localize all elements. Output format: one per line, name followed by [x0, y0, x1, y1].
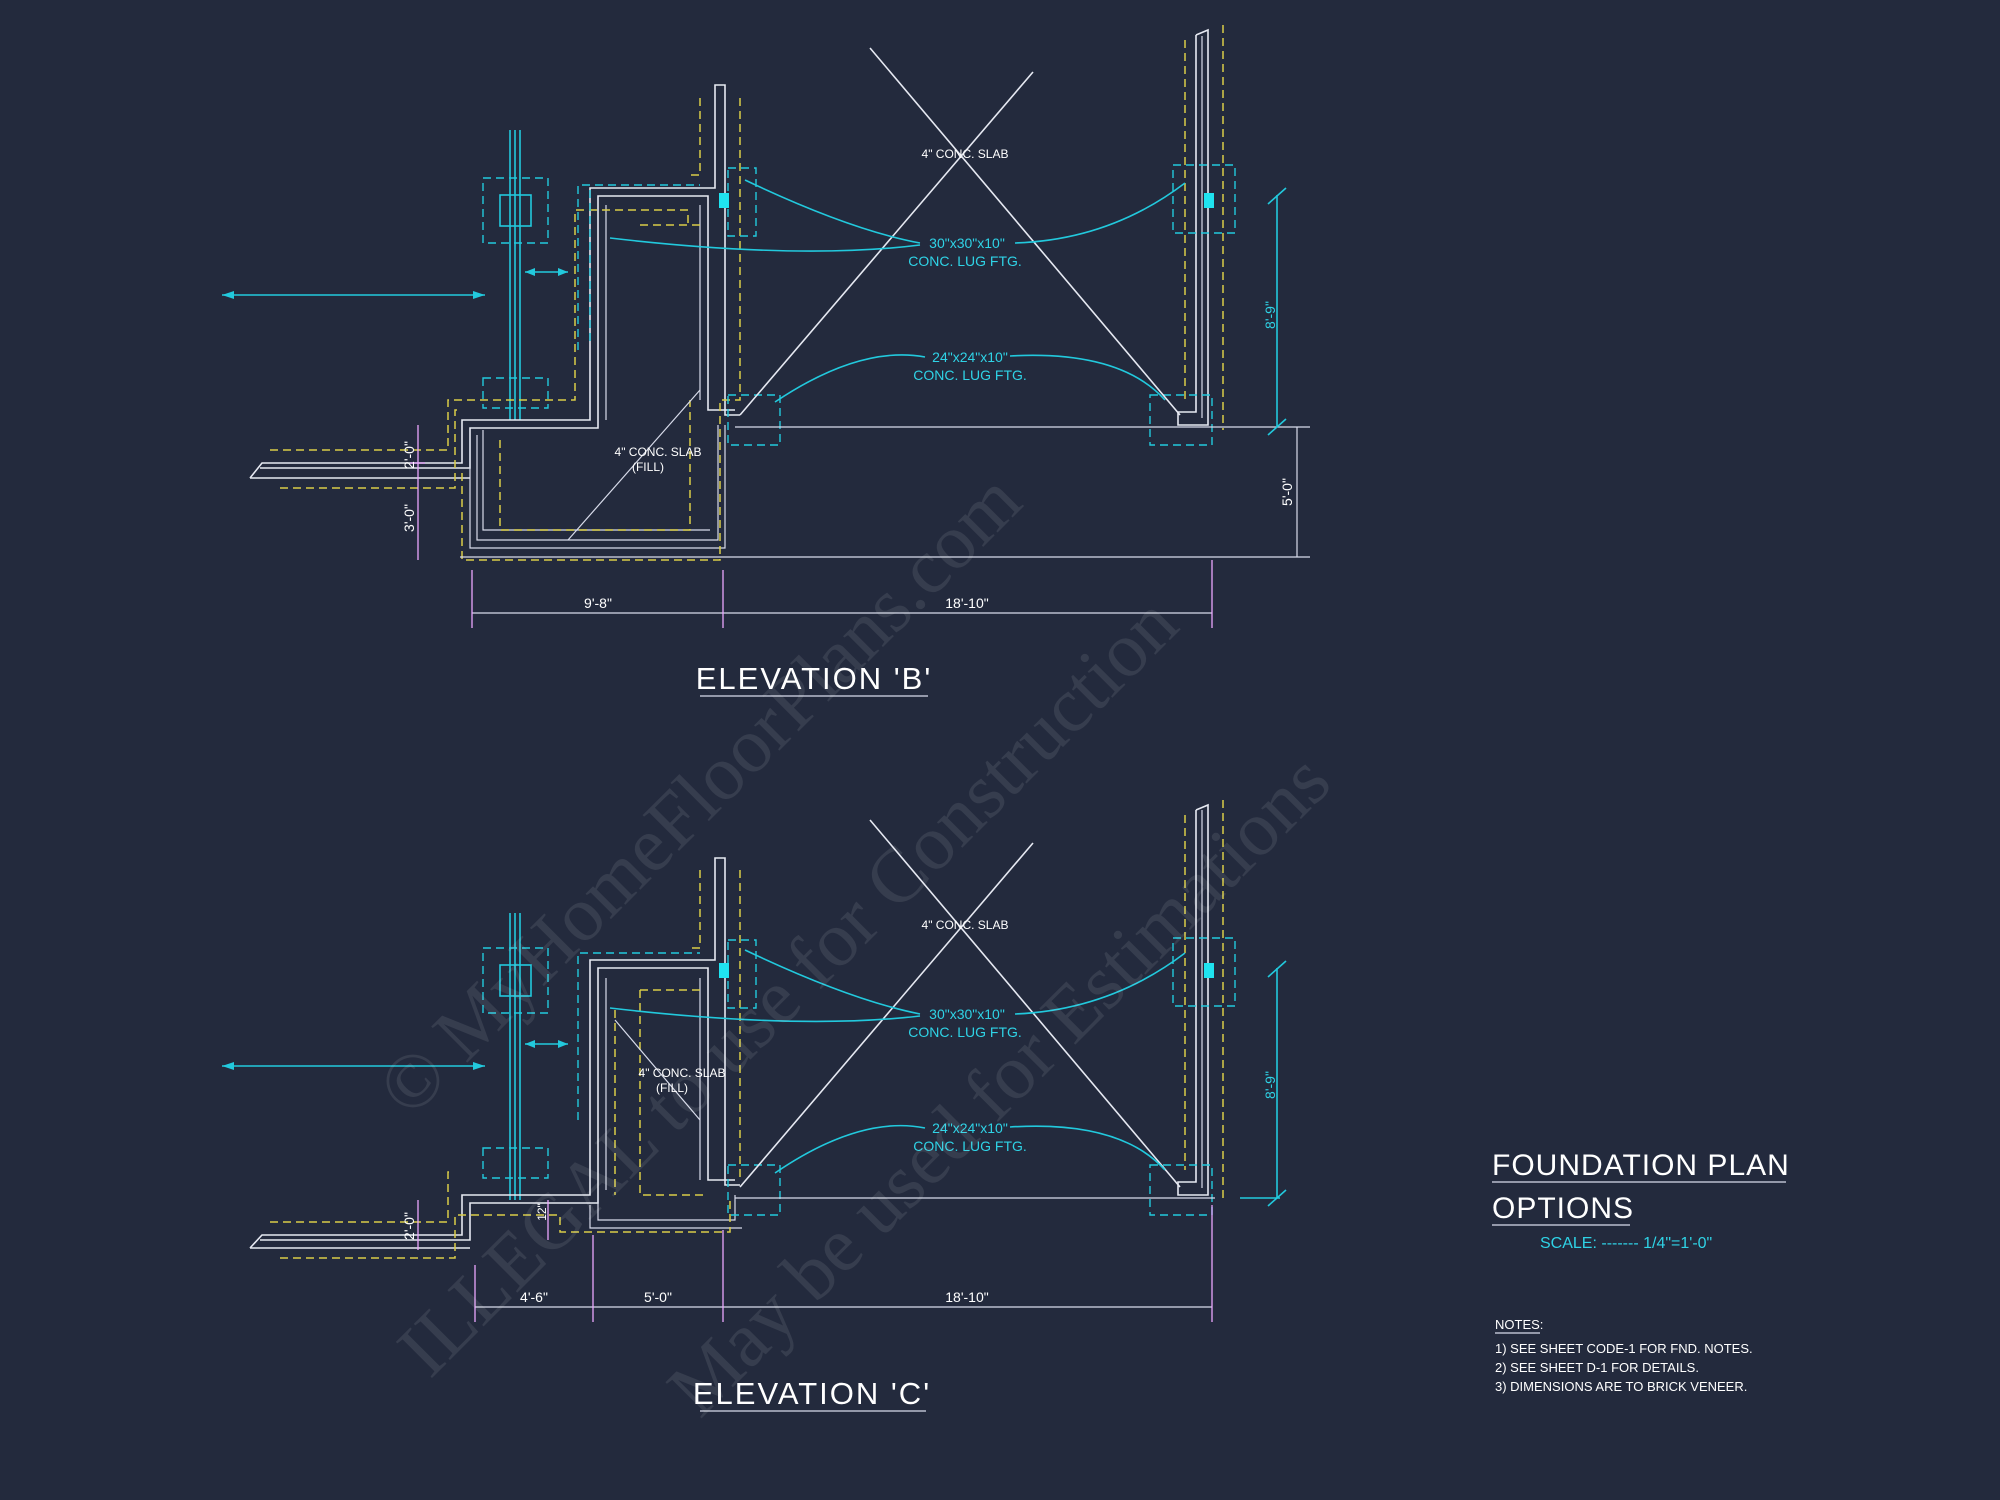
arrow-left-icon: [222, 291, 234, 299]
title-block: FOUNDATION PLAN OPTIONS SCALE: ------- 1…: [1492, 1149, 1790, 1252]
plan-title-line1: FOUNDATION PLAN: [1492, 1149, 1790, 1182]
lug-24-sub-label: CONC. LUG FTG.: [913, 1138, 1027, 1154]
elevation-b-title: ELEVATION 'B': [696, 661, 933, 696]
note-item: 2) SEE SHEET D-1 FOR DETAILS.: [1495, 1360, 1699, 1375]
dim-left-bottom: 3'-0": [401, 504, 417, 532]
elevation-c-drawing: 4" CONC. SLAB 4" CONC. SLAB (FILL) 30"x3…: [222, 800, 1287, 1412]
note-item: 1) SEE SHEET CODE-1 FOR FND. NOTES.: [1495, 1341, 1753, 1356]
arrow-right-icon: [473, 291, 485, 299]
dim-bottom-3: 18'-10": [945, 1289, 988, 1305]
dim-right-lower: 5'-0": [1279, 478, 1295, 506]
dim-bottom-2: 5'-0": [644, 1289, 672, 1305]
fill-slab-sub-label: (FILL): [656, 1081, 688, 1095]
notes-heading: NOTES:: [1495, 1317, 1543, 1332]
fill-slab-sub-label: (FILL): [632, 460, 664, 474]
lug-30-label: 30"x30"x10": [929, 235, 1005, 251]
anchor-marker: [719, 193, 729, 208]
dim-left-top: 2'-0": [401, 441, 417, 469]
fill-slab-label: 4" CONC. SLAB: [639, 1066, 726, 1080]
lug-30-sub-label: CONC. LUG FTG.: [908, 253, 1022, 269]
lug-30-sub-label: CONC. LUG FTG.: [908, 1024, 1022, 1040]
lug-24-label: 24"x24"x10": [932, 1120, 1008, 1136]
dim-bottom-1: 9'-8": [584, 595, 612, 611]
arrow-left-icon: [222, 1062, 234, 1070]
elevation-c-title: ELEVATION 'C': [693, 1376, 931, 1411]
elevation-b-drawing: 4" CONC. SLAB 4" CONC. SLAB (FILL) 30"x3…: [222, 25, 1310, 697]
watermark-line3: May be used for Estimations: [651, 736, 1347, 1432]
dim-step: 12": [535, 1203, 549, 1221]
slab-label: 4" CONC. SLAB: [922, 918, 1009, 932]
dim-right-upper: 8'-9": [1262, 1071, 1278, 1099]
dim-bottom-1: 4'-6": [520, 1289, 548, 1305]
lug-24-label: 24"x24"x10": [932, 349, 1008, 365]
plan-title-line2: OPTIONS: [1492, 1192, 1634, 1225]
scale-label: SCALE: ------- 1/4"=1'-0": [1540, 1235, 1712, 1252]
watermark: © MyHomeFloorPlans.com ILLEGAL to use fo…: [361, 456, 1347, 1432]
pier-footing: [482, 177, 549, 244]
lug-24-sub-label: CONC. LUG FTG.: [913, 367, 1027, 383]
fill-slab-label: 4" CONC. SLAB: [615, 445, 702, 459]
dim-bottom-2: 18'-10": [945, 595, 988, 611]
dim-left: 2'-0": [401, 1212, 417, 1240]
arrow-right-icon: [473, 1062, 485, 1070]
notes-block: NOTES: 1) SEE SHEET CODE-1 FOR FND. NOTE…: [1495, 1317, 1753, 1394]
dim-right-upper: 8'-9": [1262, 301, 1278, 329]
wall-outline: [249, 84, 740, 479]
note-item: 3) DIMENSIONS ARE TO BRICK VENEER.: [1495, 1379, 1747, 1394]
lug-30-label: 30"x30"x10": [929, 1006, 1005, 1022]
slab-label: 4" CONC. SLAB: [922, 147, 1009, 161]
